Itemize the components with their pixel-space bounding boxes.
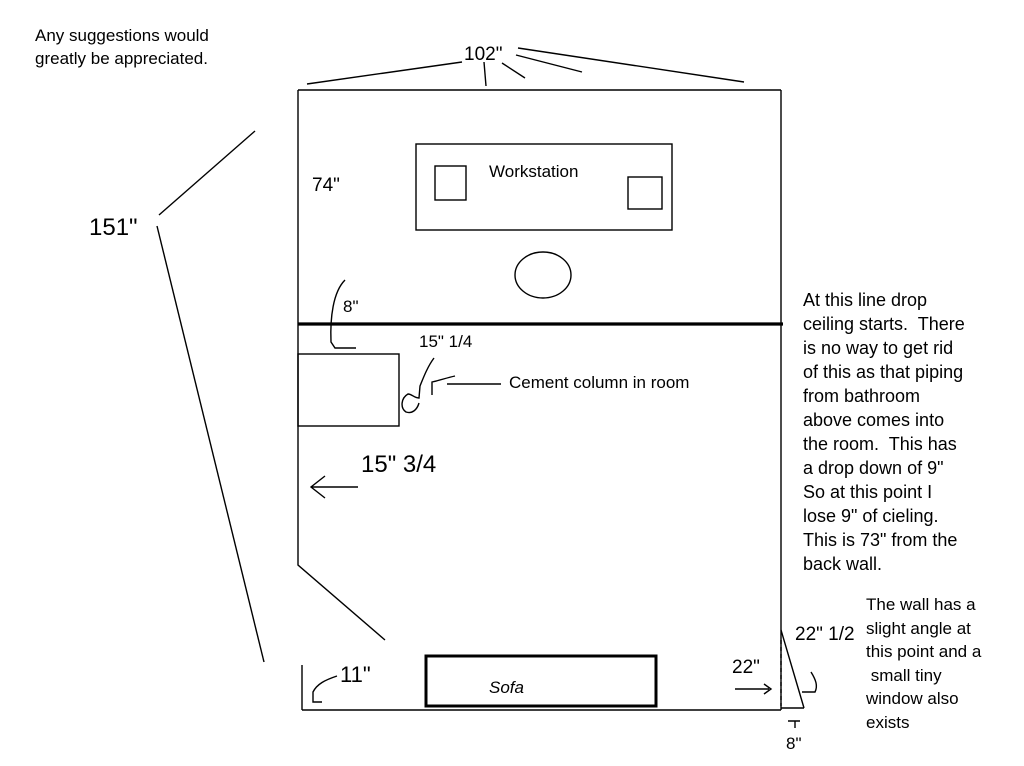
drop-ceiling-note-line: is no way to get rid bbox=[803, 338, 954, 358]
drop-ceiling-note-line: the room. This has bbox=[803, 434, 957, 454]
drop-ceiling-note-line: ceiling starts. There bbox=[803, 314, 965, 334]
column-depth-arrow bbox=[309, 475, 358, 499]
corner-angle-arrow bbox=[802, 671, 818, 693]
workstation-monitor-left bbox=[434, 165, 467, 201]
top-dim-right-stroke bbox=[517, 47, 745, 83]
room-outline bbox=[297, 90, 386, 641]
left-dim-upper-stroke bbox=[158, 130, 256, 216]
cement-column bbox=[297, 353, 400, 427]
right-angle-dimension: 22" 1/2 bbox=[795, 624, 855, 645]
top-note: Any suggestions would greatly be appreci… bbox=[35, 24, 209, 70]
left-diagonal-dimension: 151" bbox=[89, 214, 138, 241]
top-note-line: greatly be appreciated. bbox=[35, 49, 208, 68]
column-width-squiggle bbox=[401, 357, 435, 414]
sofa bbox=[424, 654, 658, 708]
column-depth-dimension: 15" 3/4 bbox=[361, 451, 437, 478]
top-dim-left-tick bbox=[483, 61, 487, 87]
sofa-label: Sofa bbox=[489, 678, 524, 697]
corner-angle-line bbox=[780, 629, 805, 709]
top-width-dimension: 102" bbox=[464, 44, 503, 65]
corner-bottom-tick bbox=[788, 720, 800, 728]
bottom-right-dimension: 8" bbox=[786, 734, 802, 753]
top-note-line: Any suggestions would bbox=[35, 26, 209, 45]
drop-ceiling-note-line: a drop down of 9" bbox=[803, 458, 944, 478]
drop-ceiling-note-line: At this line drop bbox=[803, 290, 928, 310]
top-dim-left-stroke bbox=[306, 61, 463, 85]
wall-angle-note-line: slight angle at bbox=[866, 618, 971, 638]
wall-angle-note-line: this point and a bbox=[866, 642, 982, 661]
column-label: Cement column in room bbox=[509, 373, 690, 392]
column-gap-dimension: 8" bbox=[343, 297, 359, 316]
drop-ceiling-note-line: So at this point I bbox=[803, 482, 933, 502]
workstation-offset-dimension: 74" bbox=[312, 175, 340, 196]
drop-ceiling-note-line: back wall. bbox=[803, 554, 883, 574]
wall-angle-note-line: small tiny bbox=[866, 665, 942, 685]
drop-ceiling-note: At this line drop ceiling starts. There … bbox=[803, 288, 965, 576]
bottom-left-dimension: 11" bbox=[340, 662, 371, 687]
drop-ceiling-note-line: from bathroom bbox=[803, 386, 921, 406]
column-label-arrow bbox=[431, 375, 501, 395]
drop-ceiling-note-line: above comes into bbox=[803, 410, 945, 430]
column-width-dimension: 15" 1/4 bbox=[419, 332, 473, 351]
wall-angle-note-line: exists bbox=[866, 712, 910, 732]
top-dim-tick-b bbox=[515, 54, 583, 73]
corner-right-arrow bbox=[735, 683, 773, 695]
top-dim-tick-a bbox=[501, 62, 526, 79]
wall-angle-note-line: window also bbox=[866, 689, 959, 708]
workstation-label: Workstation bbox=[489, 162, 579, 181]
drop-ceiling-note-line: of this as that piping bbox=[803, 362, 964, 382]
column-gap-arrow bbox=[330, 279, 356, 349]
drop-ceiling-note-line: lose 9" of cieling. bbox=[803, 506, 939, 526]
left-dim-lower-stroke bbox=[156, 225, 265, 663]
chair-oval bbox=[514, 251, 572, 299]
right-lower-dimension: 22" bbox=[732, 657, 760, 678]
workstation-desk bbox=[415, 143, 673, 231]
workstation-monitor-right bbox=[627, 176, 663, 210]
drop-ceiling-note-line: This is 73" from the bbox=[803, 530, 958, 550]
wall-angle-note-line: The wall has a bbox=[866, 595, 976, 614]
bottom-left-arrow bbox=[312, 675, 338, 703]
wall-angle-note: The wall has a slight angle at this poin… bbox=[866, 593, 981, 734]
